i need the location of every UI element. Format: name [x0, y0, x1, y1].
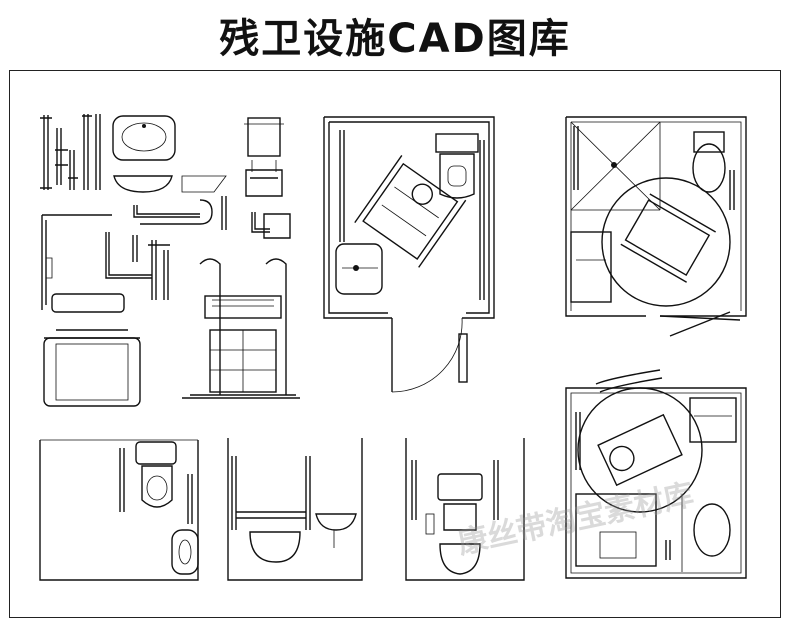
grab-bar-library [40, 114, 300, 407]
restroom-plan-3 [565, 369, 747, 579]
restroom-plan-1 [323, 116, 495, 393]
elevation-3 [405, 438, 525, 581]
elevation-1 [39, 439, 199, 581]
drawing-frame [9, 70, 781, 618]
elevation-2 [227, 438, 363, 581]
page-title: 残卫设施CAD图库 [219, 16, 571, 62]
restroom-plan-2 [565, 116, 747, 337]
